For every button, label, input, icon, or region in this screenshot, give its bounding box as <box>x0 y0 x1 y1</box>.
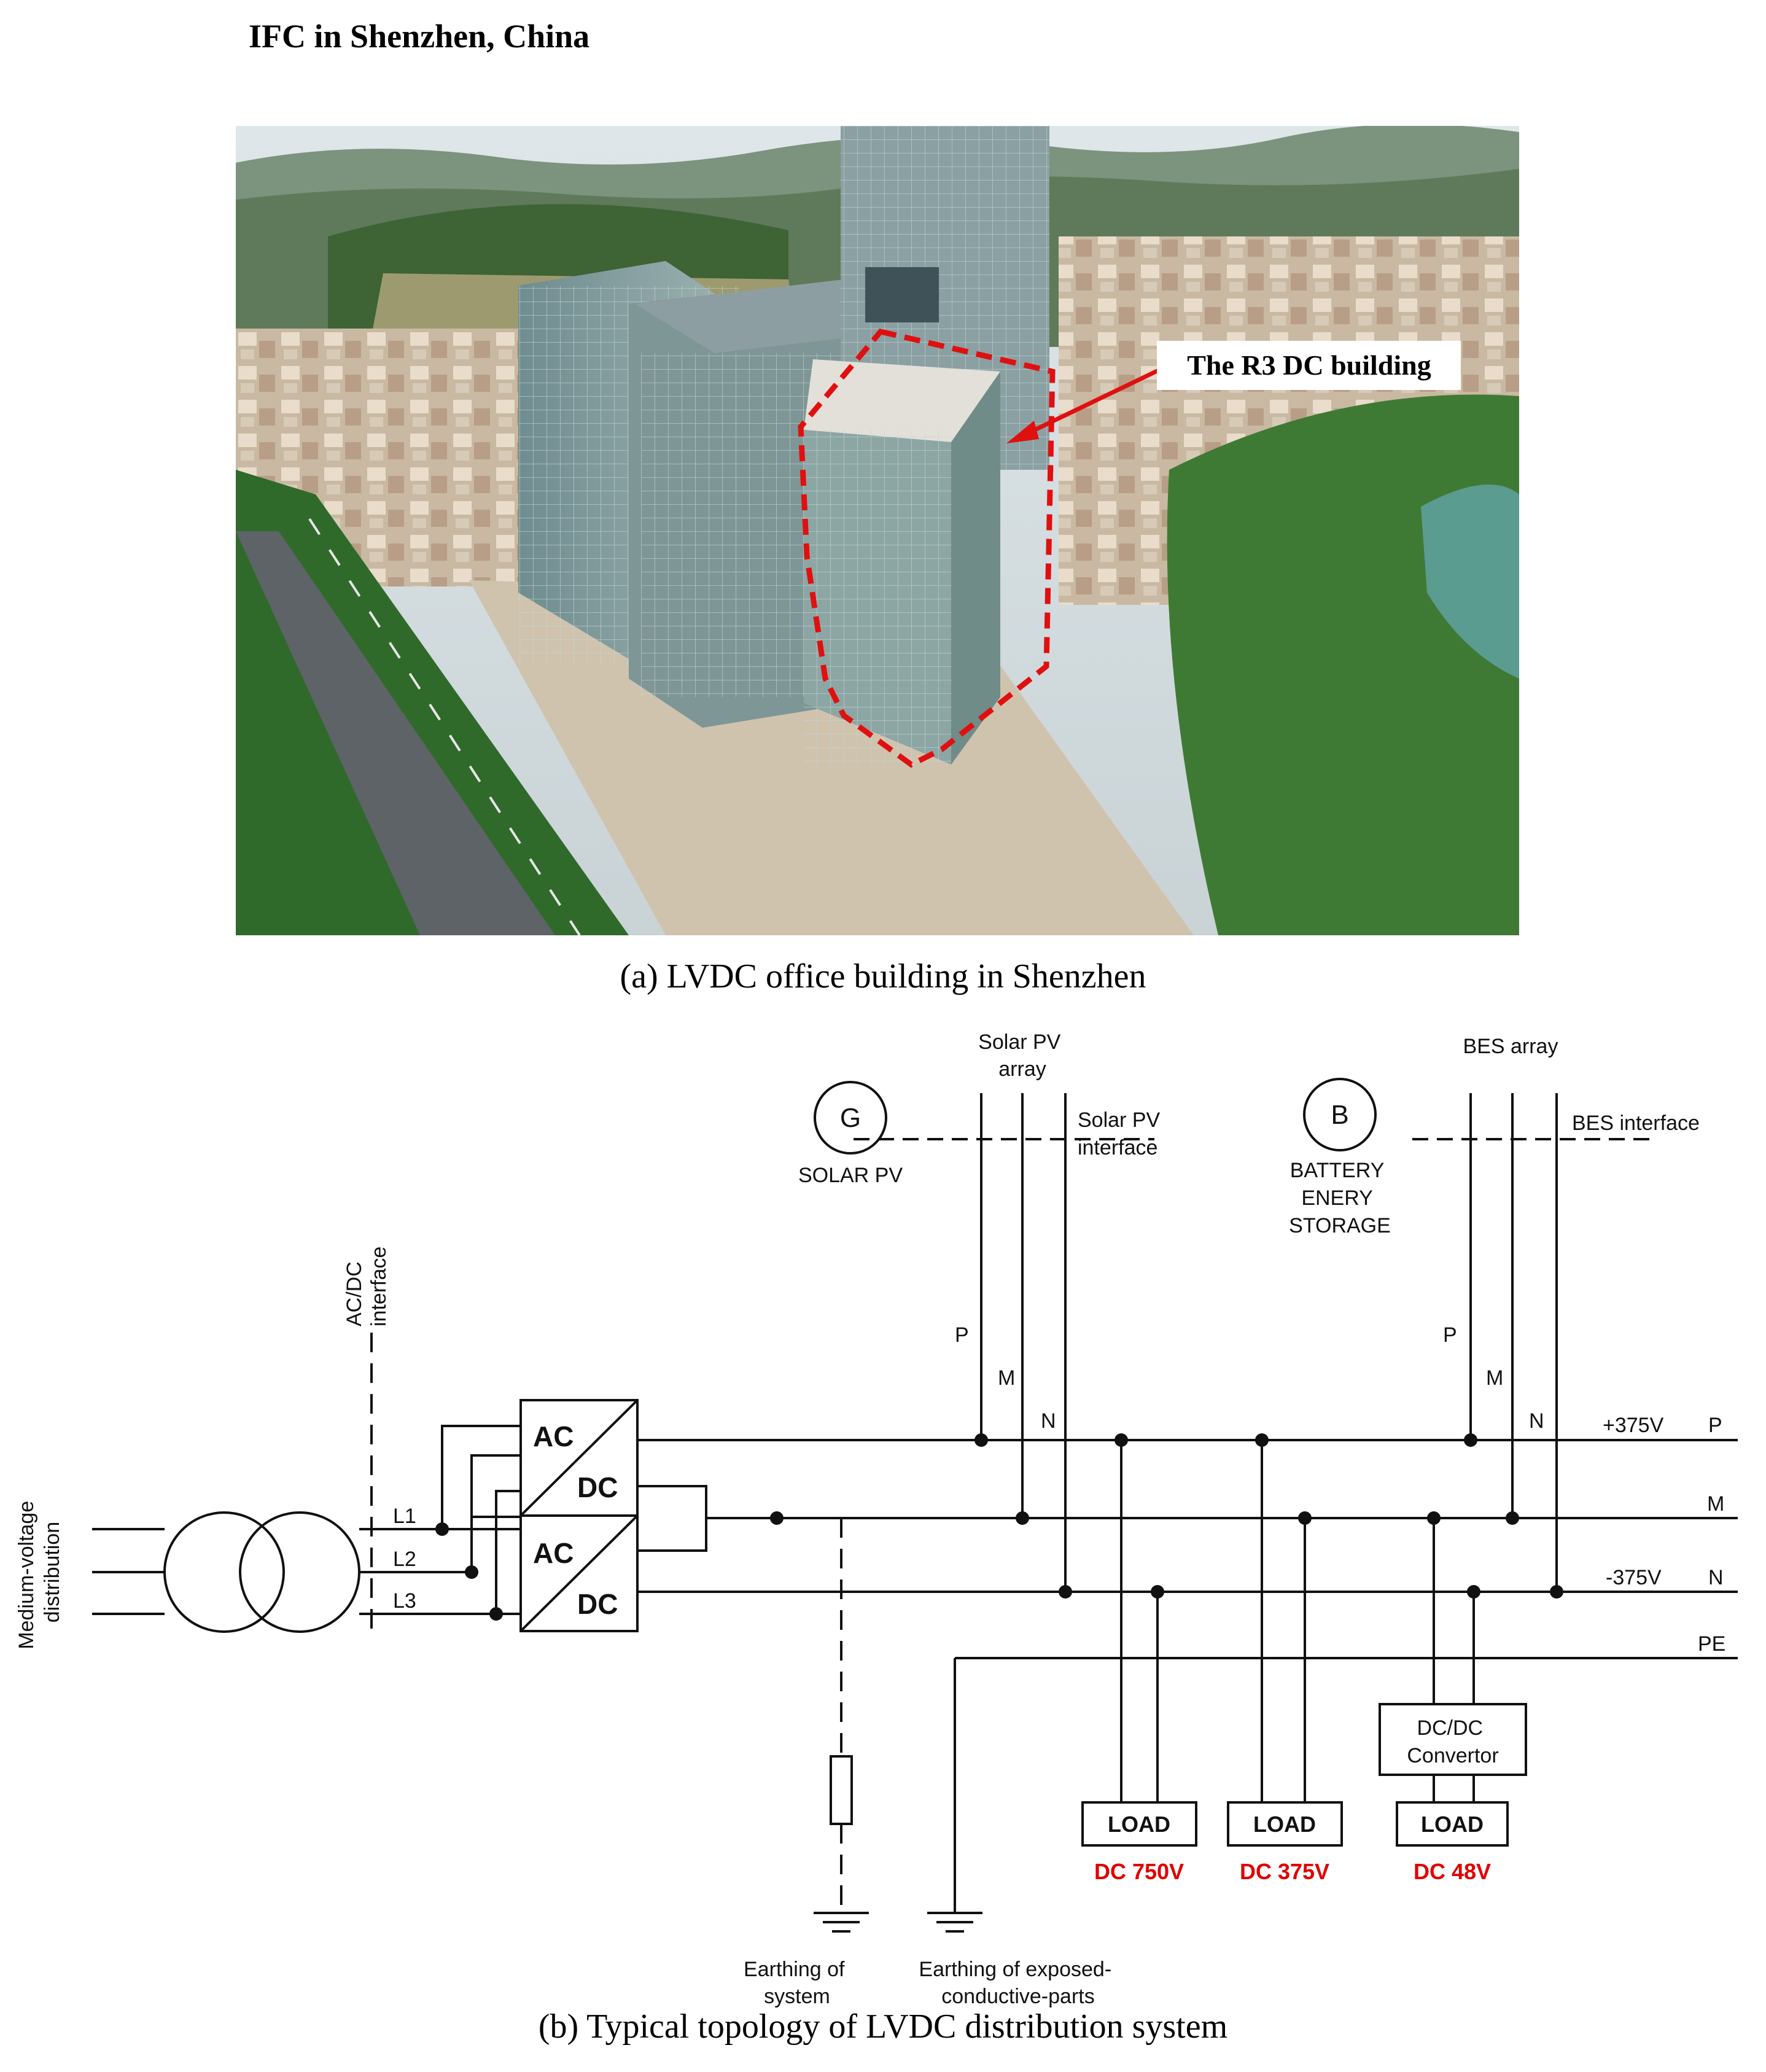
load-48v-box <box>1396 1801 1509 1847</box>
dcdc-converter-box <box>1379 1703 1527 1776</box>
bus-n-voltage: -375V <box>1606 1566 1662 1589</box>
bus-p-label: P <box>1708 1414 1722 1437</box>
converter1-ac-label: AC <box>533 1420 574 1452</box>
svg-text:DC/DC Convertor: DC/DC Convertor <box>1407 1716 1498 1767</box>
load-375v-label: LOAD <box>1253 1812 1316 1837</box>
r3-highlight-outline <box>798 328 1056 768</box>
svg-text:AC/DC interface: AC/DC interface <box>343 1247 391 1326</box>
phase-l2-label: L2 <box>393 1548 416 1571</box>
bus-pe-label: PE <box>1698 1632 1725 1656</box>
mv-label-line1: Medium-voltage <box>15 1501 38 1649</box>
solar-pv-label: SOLAR PV <box>798 1164 903 1187</box>
rating-48v: DC 48V <box>1414 1859 1491 1884</box>
dcdc-label-line2: Convertor <box>1407 1744 1498 1767</box>
phase-l1-label: L1 <box>393 1505 416 1528</box>
solar-array-label-line1: Solar PV <box>978 1030 1060 1054</box>
converter1-dc-label: DC <box>577 1471 618 1503</box>
bus-n-label: N <box>1708 1566 1724 1589</box>
phase-l3-label: L3 <box>393 1589 416 1613</box>
transformer-primary-coil <box>163 1511 285 1633</box>
load-48v-label: LOAD <box>1421 1812 1484 1837</box>
bus-m-label: M <box>1707 1492 1724 1516</box>
mv-label-line2: distribution <box>41 1522 64 1622</box>
svg-text:Solar PV interface: Solar PV interface <box>1078 1108 1166 1159</box>
bes-n-letter: N <box>1529 1409 1544 1433</box>
acdc-converter-2 <box>519 1514 639 1632</box>
bes-interface-label: BES interface <box>1572 1112 1700 1135</box>
solar-p-letter: P <box>955 1323 969 1347</box>
svg-text:Solar PV array: Solar PV array <box>978 1030 1067 1081</box>
bes-m-letter: M <box>1486 1366 1503 1390</box>
generator-symbol <box>814 1081 887 1155</box>
battery-label-line2: ENERY <box>1301 1186 1372 1210</box>
caption-a: (a) LVDC office building in Shenzhen <box>620 957 1146 995</box>
load-750v-box <box>1081 1801 1197 1847</box>
caption-b: (b) Typical topology of LVDC distributio… <box>538 2008 1228 2046</box>
solar-array-label-line2: array <box>998 1057 1046 1081</box>
load-375v-box <box>1227 1801 1343 1847</box>
bes-p-letter: P <box>1443 1323 1457 1347</box>
svg-text:Earthing of exposed- condu: Earthing of exposed- conductive-parts <box>919 1958 1117 2008</box>
callout-arrow <box>1014 357 1183 442</box>
acdc-interface-label-line1: AC/DC <box>343 1261 366 1326</box>
solar-m-letter: M <box>998 1366 1015 1390</box>
bes-array-label: BES array <box>1463 1035 1558 1058</box>
aerial-photo: The R3 DC building <box>236 126 1519 935</box>
solar-interface-label-line1: Solar PV <box>1078 1108 1160 1132</box>
rating-750v: DC 750V <box>1094 1859 1184 1884</box>
svg-text:Earthing of system: Earthing of system <box>744 1958 850 2008</box>
solar-interface-label-line2: interface <box>1078 1136 1157 1159</box>
svg-text:BATTERY ENERY STORAGE: BATTERY ENERY STORAGE <box>1289 1159 1391 1237</box>
rating-375v: DC 375V <box>1240 1859 1329 1884</box>
dcdc-label-line1: DC/DC <box>1417 1716 1483 1740</box>
battery-label-line3: STORAGE <box>1289 1214 1391 1237</box>
converter2-dc-label: DC <box>577 1588 618 1620</box>
generator-symbol-letter: G <box>840 1103 861 1133</box>
callout-label: The R3 DC building <box>1187 349 1431 381</box>
battery-label-line1: BATTERY <box>1290 1159 1384 1182</box>
earthing-system-line2: system <box>764 1985 830 2008</box>
battery-symbol-letter: B <box>1331 1100 1348 1130</box>
bus-p-voltage: +375V <box>1603 1414 1664 1437</box>
earthing-system-line1: Earthing of <box>744 1958 845 1981</box>
load-750v-label: LOAD <box>1108 1812 1170 1837</box>
earthing-resistor <box>830 1755 853 1825</box>
earthing-parts-line2: conductive-parts <box>941 1985 1094 2008</box>
battery-symbol <box>1303 1078 1377 1151</box>
photo-title: IFC in Shenzhen, China <box>249 18 590 55</box>
converter2-ac-label: AC <box>533 1537 574 1569</box>
r3-roof <box>804 359 1000 442</box>
acdc-interface-label-line2: interface <box>367 1247 391 1326</box>
solar-n-letter: N <box>1041 1409 1056 1433</box>
callout-box <box>1157 341 1461 390</box>
transformer-secondary-coil <box>239 1511 360 1633</box>
junction-dots <box>435 1433 1563 1621</box>
earthing-parts-line1: Earthing of exposed- <box>919 1958 1111 1981</box>
svg-text:Medium-voltage distributio: Medium-voltage distribution <box>15 1495 64 1649</box>
